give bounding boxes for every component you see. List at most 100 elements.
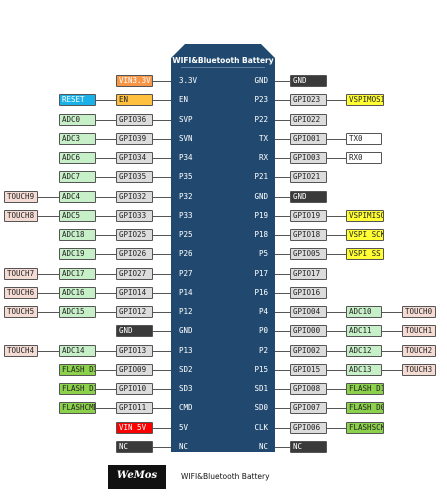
connector-line	[275, 292, 290, 294]
left-function-label: ADC7	[59, 171, 96, 184]
board-pin-right: SD1	[254, 384, 268, 393]
connector-line	[96, 158, 116, 159]
board-pin-right: GND	[254, 191, 268, 201]
left-gpio-label: GPIO12	[116, 306, 153, 318]
right-gpio-label: GPIO22	[290, 113, 327, 126]
left-gpio-label: GPIO13	[116, 344, 153, 357]
connector-line	[152, 369, 171, 371]
board-pin-right: NC	[258, 441, 268, 451]
right-gpio-label: GPIO03	[290, 152, 327, 164]
connector-line	[275, 427, 290, 429]
board-pin-right: P2	[258, 345, 268, 355]
board-pin-left: P14	[179, 287, 193, 297]
connector-line	[275, 100, 290, 102]
connector-line	[96, 196, 116, 198]
left-function-label: ADC14	[59, 344, 96, 357]
right-function-label: VSPI SCK	[346, 229, 384, 241]
connector-line	[152, 119, 171, 121]
connector-line	[327, 158, 346, 159]
connector-line	[96, 292, 116, 294]
connector-line	[382, 350, 402, 352]
left-gpio-label: GPIO35	[116, 171, 153, 184]
connector-line	[275, 235, 290, 236]
connector-line	[152, 177, 171, 179]
connector-line	[96, 273, 116, 275]
connector-line	[152, 273, 171, 275]
board-pin-right: GND	[254, 76, 268, 85]
right-gpio-label: GPIO08	[290, 383, 327, 395]
board-pin-left: 5V	[179, 422, 189, 432]
board-pin-left: P32	[179, 191, 193, 201]
left-function-label: RESET	[59, 94, 96, 107]
right-gpio-label: GPIO21	[290, 171, 327, 184]
connector-line	[275, 408, 290, 410]
left-function-label: FLASHCMD	[59, 402, 96, 415]
connector-line	[382, 312, 402, 313]
left-gpio-label: GND	[116, 325, 153, 338]
connector-line	[152, 427, 171, 429]
right-function-label: FLASHSCK	[346, 421, 384, 434]
left-gpio-label: EN	[116, 94, 153, 107]
left-gpio-label: GPIO34	[116, 152, 153, 164]
board-pin-left: P35	[179, 172, 193, 182]
connector-line	[327, 312, 346, 313]
connector-line	[327, 350, 346, 352]
right-function-label: ADC10	[346, 306, 382, 318]
connector-line	[327, 408, 346, 410]
right-touch-label: TOUCH0	[402, 306, 436, 318]
connector-line	[96, 312, 116, 313]
connector-line	[152, 331, 171, 333]
left-function-label: ADC17	[59, 267, 96, 280]
connector-line	[38, 273, 59, 275]
board-pin-left: P34	[179, 153, 193, 162]
left-touch-label: TOUCH5	[4, 306, 38, 318]
connector-line	[96, 215, 116, 217]
connector-line	[275, 273, 290, 275]
board-pin-right: P22	[254, 114, 268, 124]
connector-line	[327, 389, 346, 390]
connector-line	[38, 292, 59, 294]
left-gpio-label: NC	[116, 440, 153, 453]
left-gpio-label: GPIO39	[116, 132, 153, 145]
connector-line	[275, 215, 290, 217]
connector-line	[96, 119, 116, 121]
connector-line	[152, 235, 171, 236]
right-function-label: VSPIMISO	[346, 209, 384, 222]
connector-line	[152, 254, 171, 256]
board-pin-left: P27	[179, 268, 193, 278]
right-touch-label: TOUCH1	[402, 325, 436, 338]
right-gpio-label: GPIO16	[290, 286, 327, 299]
right-gpio-label: GPIO15	[290, 363, 327, 376]
board-body	[171, 44, 275, 452]
board-pin-right: P0	[258, 326, 268, 336]
board-pin-left: CMD	[179, 403, 193, 413]
connector-line	[327, 100, 346, 102]
connector-line	[275, 350, 290, 352]
left-function-label: FLASH D2	[59, 363, 96, 376]
right-gpio-label: GPIO18	[290, 229, 327, 241]
board-pin-left: SVP	[179, 114, 193, 124]
board-pin-right: P19	[254, 210, 268, 220]
right-gpio-label: GPIO23	[290, 94, 327, 107]
connector-line	[152, 408, 171, 410]
left-touch-label: TOUCH7	[4, 267, 38, 280]
connector-line	[275, 389, 290, 390]
connector-line	[275, 138, 290, 140]
board-pin-left: SVN	[179, 133, 193, 143]
connector-line	[152, 350, 171, 352]
right-function-label: VSPIMOSI	[346, 94, 384, 107]
board-pin-left: EN	[179, 95, 189, 105]
board-pin-left: P12	[179, 307, 193, 316]
left-touch-label: TOUCH4	[4, 344, 38, 357]
board-pin-right: P15	[254, 364, 268, 374]
connector-line	[327, 369, 346, 371]
board-pin-right: P4	[258, 307, 268, 316]
left-function-label: ADC3	[59, 132, 96, 145]
right-function-label: ADC13	[346, 363, 382, 376]
wemos-logo	[108, 465, 166, 489]
left-touch-label: TOUCH9	[4, 190, 38, 203]
board-pin-left: NC	[179, 441, 189, 451]
right-gpio-label: GPIO01	[290, 132, 327, 145]
connector-line	[275, 196, 290, 198]
board-pin-left: P13	[179, 345, 193, 355]
